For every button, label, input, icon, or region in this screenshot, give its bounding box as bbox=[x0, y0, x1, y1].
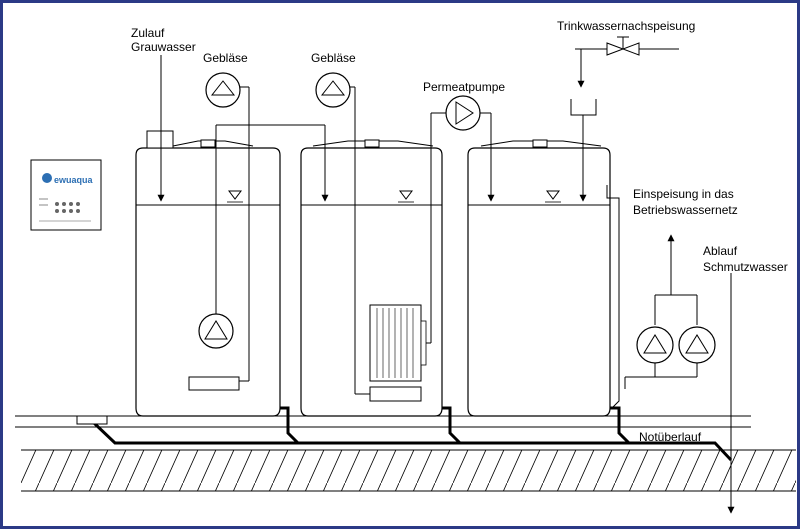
label-feed-network-2: Betriebswassernetz bbox=[633, 203, 738, 217]
control-panel-brand: ewuaqua bbox=[54, 175, 94, 185]
tank-1-pump bbox=[198, 124, 329, 349]
membrane-module bbox=[369, 304, 431, 382]
tank-1 bbox=[135, 130, 281, 417]
drinking-water-refill bbox=[570, 36, 679, 202]
overflow-line bbox=[76, 406, 733, 462]
ground bbox=[15, 415, 796, 492]
control-panel: ewuaqua bbox=[30, 159, 102, 231]
logo-icon bbox=[42, 173, 52, 183]
tank-1-diffuser bbox=[188, 376, 240, 391]
label-feed-network-1: Einspeisung in das bbox=[633, 187, 734, 201]
label-inflow-1: Zulauf bbox=[131, 26, 165, 40]
permeate-pump bbox=[430, 95, 495, 343]
blower-2 bbox=[315, 72, 370, 395]
tank-3 bbox=[467, 139, 611, 417]
label-blower-1: Gebläse bbox=[203, 51, 248, 65]
label-overflow: Notüberlauf bbox=[639, 430, 702, 444]
blower-1 bbox=[205, 72, 250, 382]
label-permeate-pump: Permeatpumpe bbox=[423, 80, 505, 94]
service-water-pumps bbox=[606, 185, 716, 409]
label-drain-2: Schmutzwasser bbox=[703, 260, 788, 274]
tank-2-diffuser bbox=[369, 386, 422, 402]
label-blower-2: Gebläse bbox=[311, 51, 356, 65]
greywater-system-diagram: ewuaqua Zulauf Grauwasser Gebläse Gebläs… bbox=[15, 19, 796, 514]
label-drain-1: Ablauf bbox=[703, 244, 738, 258]
label-drinking-water-refill: Trinkwassernachspeisung bbox=[557, 19, 695, 33]
label-inflow-2: Grauwasser bbox=[131, 40, 196, 54]
